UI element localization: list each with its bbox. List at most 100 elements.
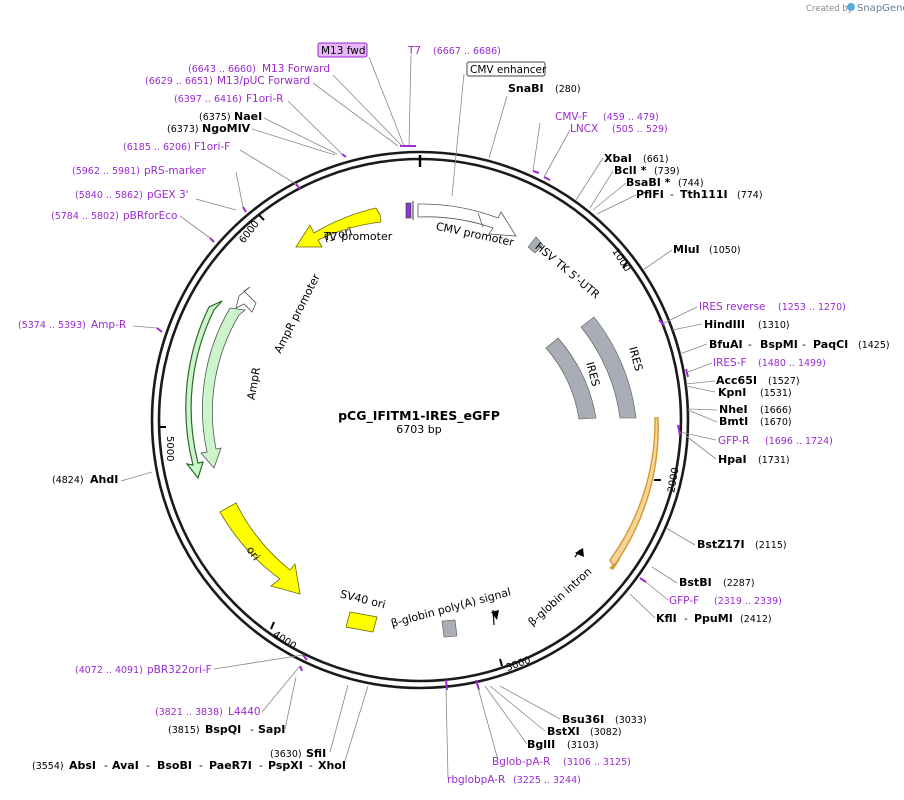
m13fwd-label[interactable]: M13 fwd [321, 45, 366, 57]
bglobin-polya-marker [491, 610, 499, 620]
ampr-outer-arrow[interactable] [185, 300, 223, 480]
f1orif-range: (6185 .. 6206) [123, 142, 191, 153]
leader-cmv-enhancer [451, 73, 465, 197]
lncx-label[interactable]: LNCX [570, 123, 598, 135]
cmv-enhancer-label[interactable]: CMV enhancer [470, 64, 547, 76]
xbai-position: (661) [643, 154, 669, 165]
m13forward-label[interactable]: M13 Forward [262, 63, 330, 75]
kpni-label[interactable]: KpnI [718, 386, 746, 399]
paqci-label[interactable]: PaqCI [813, 338, 848, 351]
hpai-label[interactable]: HpaI [718, 453, 747, 466]
naei-label[interactable]: NaeI [234, 110, 262, 123]
bspmi-label[interactable]: BspMI [760, 338, 798, 351]
tick-2000-label: 2000 [666, 467, 681, 494]
iresrev-label[interactable]: IRES reverse [699, 301, 766, 313]
paqci-position: (1425) [858, 340, 890, 351]
pbr322-label[interactable]: pBR322ori-F [147, 664, 212, 676]
bsu36i-label[interactable]: Bsu36I [562, 713, 604, 726]
t7-promoter-feature[interactable] [405, 202, 412, 219]
bspqi-sapi-dash: - [250, 724, 254, 736]
f1orif-label[interactable]: F1ori-F [194, 141, 230, 153]
pspxi-label[interactable]: PspXI [268, 759, 303, 772]
cmv-promoter-feature[interactable] [417, 203, 517, 237]
nhei-label[interactable]: NheI [719, 403, 748, 416]
tick-6000-mark [258, 214, 265, 221]
sfii-position: (3630) [270, 749, 302, 760]
ires-feature-inner[interactable] [545, 337, 597, 420]
absi-avai-dash: - [104, 760, 108, 772]
primer-mark-pbr322 [302, 654, 308, 661]
ngomiv-label[interactable]: NgoMIV [202, 122, 251, 135]
paer7i-label[interactable]: PaeR7I [209, 759, 252, 772]
sapi-label[interactable]: SapI [258, 723, 285, 736]
t7-primer-label[interactable]: T7 [407, 45, 421, 57]
f1orir-label[interactable]: F1ori-R [246, 93, 283, 105]
snabi-label[interactable]: SnaBI [508, 82, 544, 95]
leader-mlui [642, 249, 673, 271]
absi-label[interactable]: AbsI [69, 759, 96, 772]
xbai-label[interactable]: XbaI [604, 152, 632, 165]
gfpr-label[interactable]: GFP-R [718, 435, 749, 447]
ori-feature[interactable] [219, 502, 301, 595]
m13fwd-box[interactable] [317, 42, 368, 58]
ahdi-label[interactable]: AhdI [90, 473, 118, 486]
bcli-label[interactable]: BclI * [614, 164, 647, 177]
paer7i-pspxi-dash: - [259, 760, 263, 772]
acc65i-label[interactable]: Acc65I [716, 374, 757, 387]
ppumi-label[interactable]: PpuMI [694, 612, 733, 625]
bglobin-polya-feature[interactable] [441, 619, 458, 638]
cmvf-label[interactable]: CMV-F [555, 111, 588, 123]
f1-ori-feature[interactable] [295, 207, 382, 248]
pflfi-label[interactable]: PflFI [636, 188, 664, 201]
pbrforeco-label[interactable]: pBRforEco [123, 210, 177, 222]
sfii-label[interactable]: SfiI [306, 747, 326, 760]
bglobin-intron-feature[interactable] [575, 548, 584, 557]
ampr-primer-label[interactable]: Amp-R [91, 319, 126, 331]
mlui-label[interactable]: MluI [673, 243, 700, 256]
leader-bfuai [679, 343, 708, 355]
m13puc-label[interactable]: M13/pUC Forward [217, 75, 310, 87]
bsu36i-position: (3033) [615, 715, 647, 726]
cmv-enhancer-box[interactable] [466, 61, 546, 77]
ampr-feature[interactable] [200, 307, 246, 469]
bmti-label[interactable]: BmtI [719, 415, 748, 428]
bglii-label[interactable]: BglII [527, 738, 555, 751]
leader-acc65i [685, 380, 716, 385]
prsmarker-label[interactable]: pRS-marker [144, 165, 207, 177]
ahdi-position: (4824) [52, 475, 84, 486]
bstxi-label[interactable]: BstXI [547, 725, 580, 738]
leader-hpai [685, 435, 717, 460]
bmti-position: (1670) [760, 417, 792, 428]
rbglobpar-label[interactable]: rbglobpA-R [447, 774, 505, 786]
pgex3-label[interactable]: pGEX 3' [147, 189, 189, 201]
kfli-label[interactable]: KflI [656, 612, 677, 625]
bglobpar-label[interactable]: Bglob-pA-R [492, 756, 550, 768]
egfp-feature[interactable] [609, 417, 659, 569]
ampr-promoter-feature[interactable] [235, 286, 257, 313]
mlui-position: (1050) [709, 245, 741, 256]
avai-label[interactable]: AvaI [112, 759, 139, 772]
leader-t7 [408, 54, 412, 147]
bfuai-label[interactable]: BfuAI [709, 338, 743, 351]
tth111i-label[interactable]: Tth111I [680, 188, 728, 201]
ires-feature-outer[interactable] [580, 316, 637, 419]
ampr-primer-range: (5374 .. 5393) [18, 320, 86, 331]
bstz17i-position: (2115) [755, 540, 787, 551]
primer-mark-l4440 [299, 665, 303, 672]
xhoi-label[interactable]: XhoI [318, 759, 346, 772]
sv40-ori-feature[interactable] [345, 611, 378, 633]
bspqi-label[interactable]: BspQI [205, 723, 241, 736]
primer-mark-rbglobpar [445, 679, 448, 691]
bsobi-label[interactable]: BsoBI [157, 759, 192, 772]
hsv-tk-utr-feature[interactable] [527, 236, 544, 254]
bsabi-label[interactable]: BsaBI * [626, 176, 671, 189]
gfpf-label[interactable]: GFP-F [669, 595, 699, 607]
hpai-position: (1731) [758, 455, 790, 466]
bstbi-label[interactable]: BstBI [679, 576, 712, 589]
iresf-label[interactable]: IRES-F [713, 357, 747, 369]
bstz17i-label[interactable]: BstZ17I [697, 538, 745, 551]
primer-mark-cmvf [532, 170, 540, 174]
hindiii-label[interactable]: HindIII [704, 318, 745, 331]
l4440-label[interactable]: L4440 [228, 706, 261, 718]
